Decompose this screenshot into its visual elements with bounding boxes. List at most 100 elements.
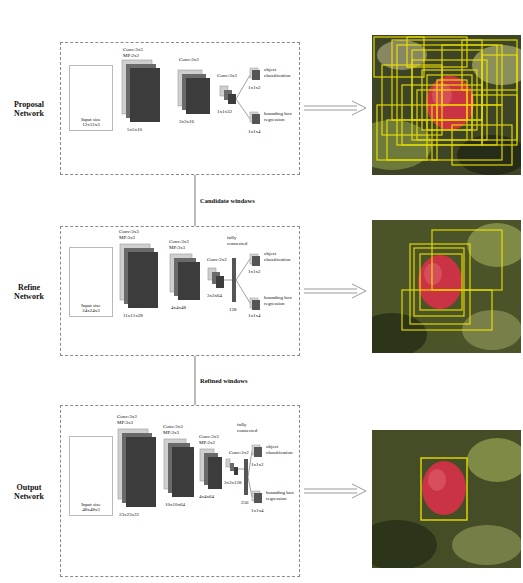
drawing-part — [410, 244, 470, 324]
layer-label: 128 — [229, 307, 237, 313]
layer-stacks — [122, 60, 260, 124]
edge-label: Candidate windows — [199, 197, 256, 204]
drawing-part — [208, 457, 222, 489]
drawing-part — [417, 90, 467, 140]
drawing-part — [252, 300, 260, 310]
drawing-part — [374, 37, 517, 165]
drawing-part — [457, 135, 523, 175]
drawing-part — [437, 80, 467, 120]
network-panel: Output NetworkInput size 48x48x3Conv:3x3… — [60, 405, 300, 577]
layer-label: 1x1x2 — [251, 462, 264, 468]
drawing-part — [414, 248, 464, 316]
drawing-part — [226, 459, 230, 467]
drawing-part — [357, 520, 437, 570]
drawing-part — [424, 263, 442, 285]
drawing-part — [472, 95, 517, 140]
drawing-part — [402, 85, 482, 145]
layer-label: object classification — [264, 251, 299, 263]
network-name: Proposal Network — [4, 100, 54, 118]
drawing-part — [462, 40, 517, 90]
drawing-part — [238, 451, 252, 497]
layer-label: Conv:3x3 MP:3x3 — [163, 424, 195, 436]
input-size-text: Input size 24x24x3 — [72, 303, 110, 315]
layer-label: 4x4x48 — [171, 305, 186, 311]
drawing-part — [402, 230, 502, 330]
drawing-part — [467, 438, 523, 482]
drawing-part — [374, 37, 424, 77]
layer-label: Conv:2x2 — [207, 257, 227, 263]
layer-label: Conv:3x3 MP:2x2 — [199, 434, 227, 446]
layer-label: 11x11x28 — [123, 313, 143, 319]
drawing-part — [126, 437, 156, 507]
drawing-part — [407, 37, 467, 67]
drawing-part — [357, 313, 427, 357]
layer-label: 5x5x10 — [127, 127, 142, 133]
drawing-part — [392, 40, 482, 120]
layer-label: Conv:3x3 MP:3x3 — [169, 239, 201, 251]
drawing-part — [224, 259, 250, 303]
input-box: Input size 12x12x3 — [69, 65, 113, 131]
drawing-part — [244, 459, 248, 495]
apple-photo — [352, 35, 523, 175]
layer-label: 1x1x2 — [248, 85, 261, 91]
drawing-part — [236, 75, 250, 119]
drawing-part — [422, 461, 466, 515]
layer-label: Conv:3x3 MP:3x3 — [117, 414, 151, 426]
layer-label: Conv:3x3 MP:3x3 — [119, 229, 155, 241]
layer-label: 4x4x64 — [199, 494, 214, 500]
layer-label: 256 — [241, 500, 249, 506]
drawing-part — [228, 94, 236, 104]
input-size-text: Input size 12x12x3 — [72, 117, 110, 129]
layer-stacks — [118, 429, 262, 507]
network-panel: Proposal NetworkInput size 12x12x3Conv:3… — [60, 42, 300, 175]
drawing-part — [420, 254, 462, 310]
drawing-part — [234, 467, 238, 475]
drawing-part — [186, 78, 210, 114]
drawing-part — [482, 55, 517, 145]
drawing-part — [432, 230, 502, 290]
input-box: Input size 24x24x3 — [69, 247, 113, 317]
drawing-part — [428, 469, 446, 491]
layer-label: 1x1x4 — [248, 129, 261, 135]
drawing-part — [230, 463, 234, 471]
drawing-part — [304, 101, 366, 115]
drawing-part — [422, 70, 477, 130]
drawing-part — [232, 258, 236, 302]
layer-label: fully connected — [227, 235, 251, 247]
drawing-part — [178, 262, 200, 300]
layer-label: Conv:3x3 MP:2x2 — [123, 47, 157, 59]
layer-label: 3x3x64 — [207, 293, 222, 299]
edge-label: Refined windows — [199, 377, 249, 384]
drawing-part — [252, 256, 260, 266]
layer-label: 1x1x32 — [217, 109, 232, 115]
drawing-part — [377, 105, 437, 160]
layer-stacks — [120, 244, 260, 310]
layer-label: 3x3x128 — [224, 480, 242, 486]
layer-label: 3x3x16 — [179, 119, 194, 125]
drawing-part — [304, 484, 366, 498]
apple-photo — [357, 220, 523, 357]
layer-label: Conv:3x3 — [179, 57, 199, 63]
layer-label: fully connected — [237, 422, 261, 434]
layer-label: bounding box regression — [264, 295, 299, 307]
drawing-part — [130, 68, 160, 122]
result-arrows — [304, 101, 366, 498]
drawing-part — [418, 255, 462, 309]
input-box: Input size 48x48x3 — [69, 436, 113, 516]
drawing-part — [252, 70, 260, 80]
layer-label: object classification — [266, 444, 299, 456]
layer-label: bounding box regression — [266, 490, 299, 502]
layer-label: 23x23x32 — [119, 512, 139, 518]
drawing-part — [254, 493, 262, 503]
drawing-part — [172, 447, 194, 497]
layer-label: 1x1x4 — [251, 508, 264, 514]
layer-label: 1x1x2 — [248, 269, 261, 275]
network-panel: Refine NetworkInput size 24x24x3Conv:3x3… — [60, 226, 300, 356]
apple-photo — [357, 430, 523, 570]
layer-label: 10x10x64 — [165, 502, 185, 508]
flow-line — [195, 356, 196, 405]
layer-label: 1x1x4 — [248, 313, 261, 319]
drawing-part — [304, 284, 366, 298]
drawing-part — [412, 60, 487, 140]
